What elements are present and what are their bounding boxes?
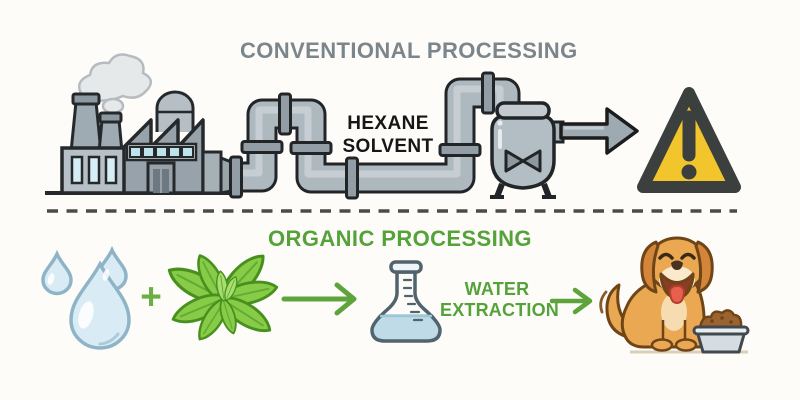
mint-leaves-icon xyxy=(162,247,281,345)
flask-icon xyxy=(370,260,442,343)
pipeline-icon xyxy=(229,71,521,200)
block-arrow-icon xyxy=(559,107,639,155)
factory-icon xyxy=(45,53,244,195)
dog-with-bowl-icon xyxy=(599,236,750,354)
green-arrow-icon xyxy=(549,287,593,315)
hexane-solvent-label: HEXANE SOLVENT xyxy=(330,112,446,158)
mixing-tank-icon xyxy=(490,101,565,199)
green-arrow-icon xyxy=(281,282,357,316)
plus-sign: + xyxy=(140,276,162,317)
hexane-line: HEXANE xyxy=(347,113,429,134)
warning-triangle-icon xyxy=(637,87,741,193)
solvent-line: SOLVENT xyxy=(342,136,434,157)
water-extraction-label: WATER EXTRACTION xyxy=(440,279,559,321)
organic-title: ORGANIC PROCESSING xyxy=(268,226,532,251)
water-drops-icon xyxy=(41,245,131,350)
conventional-title: CONVENTIONAL PROCESSING xyxy=(240,38,578,63)
water-line: WATER xyxy=(464,279,530,299)
extraction-line: EXTRACTION xyxy=(440,300,559,320)
